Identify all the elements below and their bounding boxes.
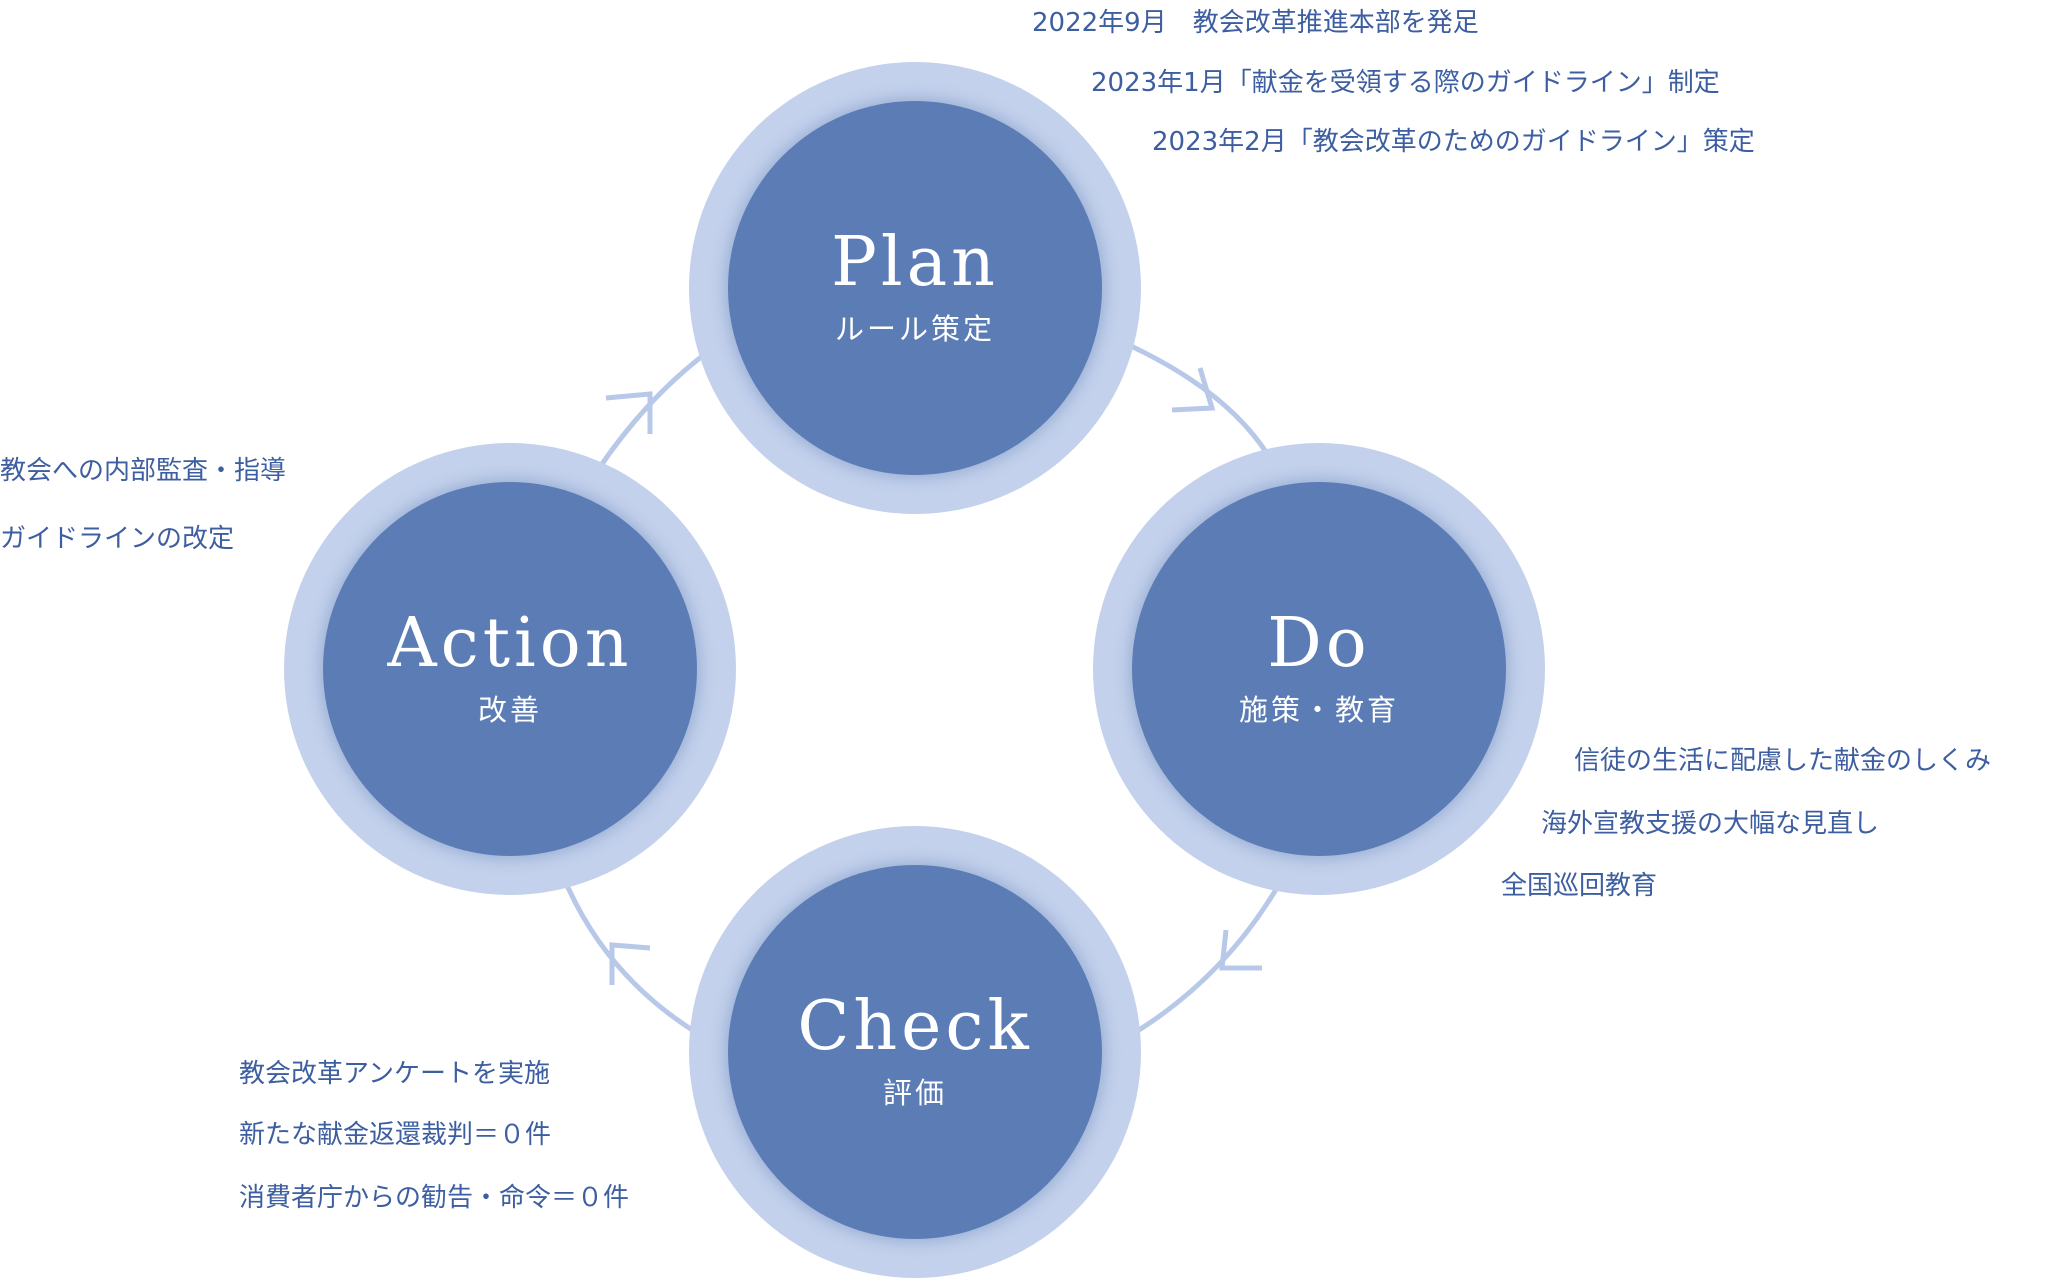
- plan-title: Plan: [831, 222, 999, 302]
- check-circle: Check 評価: [728, 865, 1102, 1239]
- arrowhead-do-to-check: [1219, 929, 1262, 971]
- arrowhead-plan-to-do: [1171, 367, 1216, 413]
- arrowhead-check-to-action: [609, 942, 651, 985]
- check-note-3: 消費者庁からの勧告・命令＝０件: [239, 1183, 630, 1213]
- plan-note-1: 2022年9月 教会改革推進本部を発足: [1032, 8, 1479, 38]
- check-note-2: 新たな献金返還裁判＝０件: [239, 1120, 552, 1150]
- do-note-3: 全国巡回教育: [1501, 871, 1658, 901]
- do-note-1: 信徒の生活に配慮した献金のしくみ: [1574, 746, 1992, 776]
- check-subtitle: 評価: [882, 1075, 947, 1110]
- plan-note-2: 2023年1月「献金を受領する際のガイドライン」制定: [1091, 68, 1720, 98]
- action-circle: Action 改善: [323, 482, 697, 856]
- do-subtitle: 施策・教育: [1238, 692, 1399, 727]
- do-note-2: 海外宣教支援の大幅な見直し: [1541, 809, 1880, 839]
- action-subtitle: 改善: [477, 692, 542, 727]
- action-note-1: 教会への内部監査・指導: [0, 456, 287, 486]
- do-title: Do: [1267, 603, 1371, 683]
- do-circle: Do 施策・教育: [1132, 482, 1506, 856]
- plan-circle: Plan ルール策定: [728, 101, 1102, 475]
- check-note-1: 教会改革アンケートを実施: [239, 1059, 550, 1089]
- action-note-2: ガイドラインの改定: [0, 524, 235, 554]
- plan-subtitle: ルール策定: [834, 311, 995, 346]
- check-title: Check: [797, 986, 1033, 1066]
- plan-note-3: 2023年2月「教会改革のためのガイドライン」策定: [1152, 127, 1755, 157]
- action-title: Action: [387, 603, 633, 683]
- arrowhead-action-to-plan: [605, 391, 653, 434]
